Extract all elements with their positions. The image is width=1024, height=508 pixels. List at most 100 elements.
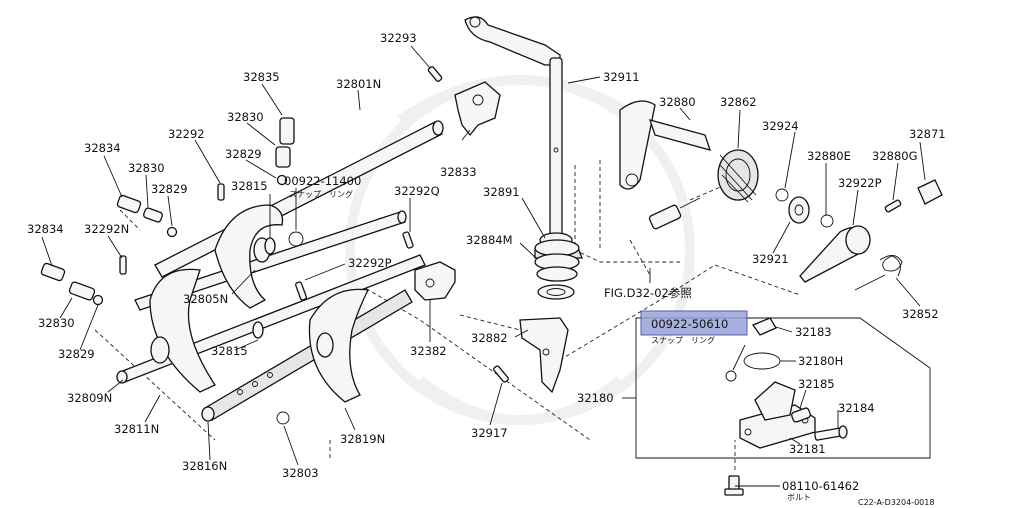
label-32382: 32382: [410, 344, 447, 358]
label-32184: 32184: [838, 401, 875, 415]
label-32292n: 32292N: [84, 222, 129, 236]
snap-ring-32924: [775, 188, 789, 202]
rod-32805n: [134, 210, 407, 311]
pin-32292q: [402, 231, 414, 249]
label-32880e: 32880E: [807, 149, 851, 163]
assembly-leader-lines: [94, 160, 801, 470]
spring-32835: [279, 117, 295, 145]
label-32803: 32803: [282, 466, 319, 480]
snap-ring-00922-50610: [725, 370, 737, 382]
note-bolt: ボルト: [787, 493, 811, 502]
snap-ring-32803: [276, 411, 290, 425]
fork-32819n: [308, 288, 369, 403]
snap-rings: [276, 188, 834, 425]
snap-ring-00922-11400: [288, 231, 304, 247]
label-32829-bottom: 32829: [58, 347, 95, 361]
seal-32884m: [537, 284, 575, 300]
label-32891: 32891: [483, 185, 520, 199]
pin-32184: [814, 425, 848, 441]
label-leaders: [41, 45, 926, 487]
ball-32829-top: [276, 174, 288, 186]
watermark-emblem: [345, 75, 695, 425]
label-32815-top: 32815: [231, 179, 268, 193]
label-32815-bottom: 32815: [211, 344, 248, 358]
lever-32911: [464, 16, 563, 239]
label-32183: 32183: [795, 325, 832, 339]
torsion-spring-32852: [854, 255, 903, 291]
label-32834-bottom: 32834: [27, 222, 64, 236]
lever-32922p: [799, 225, 871, 283]
label-32809n: 32809N: [67, 391, 112, 405]
part-labels: 32293 32911 32880 32862 32924 32871 3283…: [27, 31, 946, 507]
plunger-32815-top: [264, 237, 276, 255]
label-32181: 32181: [789, 442, 826, 456]
pin-32292: [217, 183, 225, 201]
label-32835: 32835: [243, 70, 280, 84]
label-32830-bottom: 32830: [38, 316, 75, 330]
lever-32882: [519, 317, 569, 394]
label-32880: 32880: [659, 95, 696, 109]
label-fig-ref: FIG.D32-02参照: [604, 286, 692, 300]
figure-id: C22-A-D3204-0018: [858, 498, 934, 507]
label-32882: 32882: [471, 331, 508, 345]
label-32862: 32862: [720, 95, 757, 109]
label-32819n: 32819N: [340, 432, 385, 446]
ball-32829-left: [166, 226, 178, 238]
spring-32834-bottom: [40, 262, 66, 282]
boot-32884m: [534, 239, 583, 282]
label-32292q: 32292Q: [394, 184, 440, 198]
label-32185: 32185: [798, 377, 835, 391]
housing-32180-group: [622, 317, 931, 459]
label-32180: 32180: [577, 391, 614, 405]
springs: [40, 117, 295, 301]
label-00922-11400: 00922-11400: [284, 174, 361, 188]
highlight-00922-50610: [640, 310, 748, 336]
spring-32834-left: [116, 194, 142, 214]
label-32830-left: 32830: [128, 161, 165, 175]
spring-32830-top: [275, 146, 291, 168]
label-32830-top: 32830: [227, 110, 264, 124]
label-32829-top: 32829: [225, 147, 262, 161]
switch-assembly: [648, 197, 701, 230]
bolt-08110-61462: [724, 475, 744, 496]
ball-32829-bottom: [92, 294, 104, 306]
label-32816n: 32816N: [182, 459, 227, 473]
washer-32921: [788, 196, 810, 224]
label-32921: 32921: [752, 252, 789, 266]
label-00922-50610: 00922-50610: [651, 317, 728, 331]
spring-32830-bottom: [68, 281, 96, 301]
pin-32880g: [884, 199, 902, 213]
label-32834-top: 32834: [84, 141, 121, 155]
o-ring-32180h: [743, 352, 781, 370]
label-32922p: 32922P: [838, 176, 882, 190]
label-32884m: 32884M: [466, 233, 513, 247]
label-32811n: 32811N: [114, 422, 159, 436]
note-snap-ring-1: スナップ リング: [289, 189, 353, 199]
detent-block-32382: [414, 261, 456, 301]
label-32829-left: 32829: [151, 182, 188, 196]
spring-32830-left: [143, 207, 163, 223]
pin-32292p: [295, 281, 307, 301]
label-32852: 32852: [902, 307, 939, 321]
gear-32862: [717, 149, 759, 203]
label-32801n: 32801N: [336, 77, 381, 91]
plug-32871: [917, 179, 943, 205]
label-32833: 32833: [440, 165, 477, 179]
spring-32185: [791, 407, 811, 423]
snap-ring-32880e: [820, 214, 834, 228]
fork-32811n: [149, 268, 216, 393]
pin-32917: [493, 365, 509, 383]
label-32917: 32917: [471, 426, 508, 440]
label-08110-61462: 08110-61462: [782, 479, 859, 493]
label-32180h: 32180H: [798, 354, 843, 368]
label-32292p: 32292P: [348, 256, 392, 270]
note-snap-ring-2: スナップ リング: [651, 335, 715, 345]
label-32871: 32871: [909, 127, 946, 141]
pin-32293: [427, 66, 443, 82]
label-32292: 32292: [168, 127, 205, 141]
bracket-32833: [454, 81, 501, 137]
label-32924: 32924: [762, 119, 799, 133]
clip-32183: [752, 317, 777, 336]
